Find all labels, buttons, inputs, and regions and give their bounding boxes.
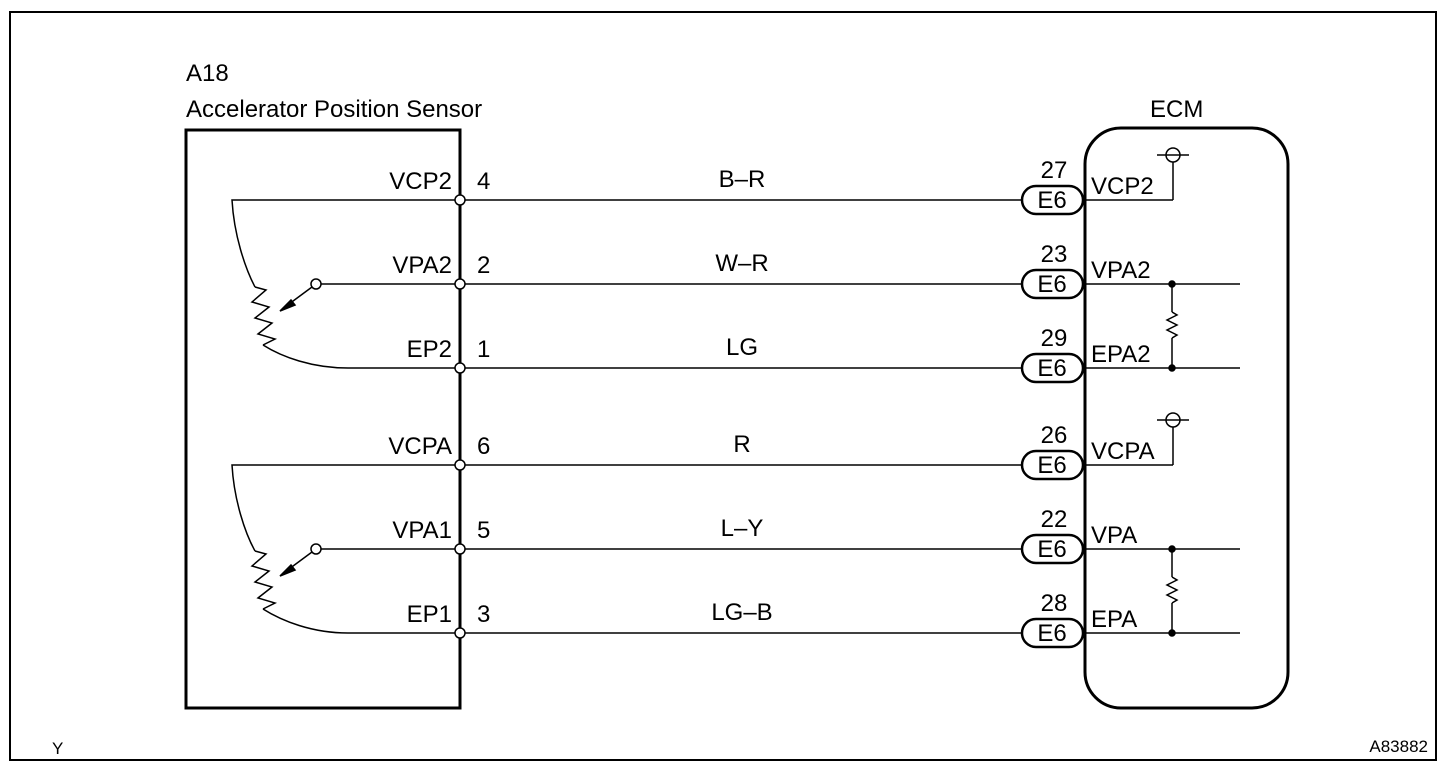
ecm-connector-pill — [1020, 617, 1085, 649]
figure-id: A83882 — [1369, 737, 1428, 756]
sensor-terminal-name: EP1 — [407, 601, 452, 628]
sensor-terminal-name: EP2 — [407, 336, 452, 363]
sensor-name: Accelerator Position Sensor — [186, 96, 482, 123]
ecm-label: ECM — [1150, 96, 1203, 123]
sensor-box — [184, 128, 462, 710]
potentiometer-1 — [231, 464, 460, 634]
footer-mark: Y — [52, 739, 63, 758]
ecm-connector-pill — [1020, 352, 1085, 384]
ecm-terminal-name: VCPA — [1091, 438, 1155, 465]
wire-color-label: LG — [726, 334, 758, 361]
ecm-connector-pill — [1020, 533, 1085, 565]
sensor-terminal-name: VPA2 — [392, 252, 452, 279]
ecm-connector-pill — [1020, 449, 1085, 481]
connector-label: E6 — [1037, 355, 1066, 382]
sensor-terminal-dot — [454, 362, 466, 374]
sensor-pin-number: 1 — [477, 336, 490, 363]
ecm-terminal-name: EPA2 — [1091, 341, 1151, 368]
ecm-box — [1083, 126, 1290, 710]
ecm-connector-pill — [1020, 184, 1085, 216]
diagram-frame — [9, 11, 1437, 761]
ecm-pin-number: 27 — [1041, 157, 1068, 184]
wire-color-label: LG–B — [711, 599, 772, 626]
sensor-terminal-dot — [454, 278, 466, 290]
ecm-pullup-resistor-1 — [1086, 545, 1240, 637]
sensor-pin-number: 4 — [477, 168, 490, 195]
sensor-terminal-name: VPA1 — [392, 517, 452, 544]
connector-label: E6 — [1037, 536, 1066, 563]
sensor-code: A18 — [186, 60, 229, 87]
sensor-terminal-dot — [454, 543, 466, 555]
ecm-terminal-name: VCP2 — [1091, 173, 1154, 200]
ecm-terminal-name: VPA2 — [1091, 257, 1151, 284]
connector-label: E6 — [1037, 620, 1066, 647]
ecm-pullup-resistor-2 — [1086, 280, 1240, 372]
ecm-terminal-name: VPA — [1091, 522, 1137, 549]
sensor-pin-number: 3 — [477, 601, 490, 628]
sensor-pin-number: 5 — [477, 517, 490, 544]
sensor-terminal-dot — [454, 627, 466, 639]
sensor-terminal-name: VCP2 — [389, 168, 452, 195]
sensor-pin-number: 2 — [477, 252, 490, 279]
sensor-pin-number: 6 — [477, 433, 490, 460]
ecm-pin-number: 23 — [1041, 241, 1068, 268]
ecm-terminal-name: EPA — [1091, 606, 1137, 633]
ecm-pin-number: 29 — [1041, 325, 1068, 352]
connector-label: E6 — [1037, 452, 1066, 479]
wire-color-label: L–Y — [721, 515, 764, 542]
ecm-pin-number: 26 — [1041, 422, 1068, 449]
connector-label: E6 — [1037, 271, 1066, 298]
potentiometer-2 — [231, 199, 460, 369]
wire-color-label: R — [733, 431, 750, 458]
ecm-vcpa-supply — [1086, 412, 1189, 466]
sensor-terminal-dot — [454, 459, 466, 471]
wire-color-label: B–R — [719, 166, 766, 193]
ecm-pin-number: 22 — [1041, 506, 1068, 533]
ecm-vcp2-supply — [1086, 147, 1189, 201]
ecm-connector-pill — [1020, 268, 1085, 300]
connector-label: E6 — [1037, 187, 1066, 214]
sensor-terminal-dot — [454, 194, 466, 206]
sensor-terminal-name: VCPA — [388, 433, 452, 460]
wire-color-label: W–R — [715, 250, 768, 277]
ecm-pin-number: 28 — [1041, 590, 1068, 617]
